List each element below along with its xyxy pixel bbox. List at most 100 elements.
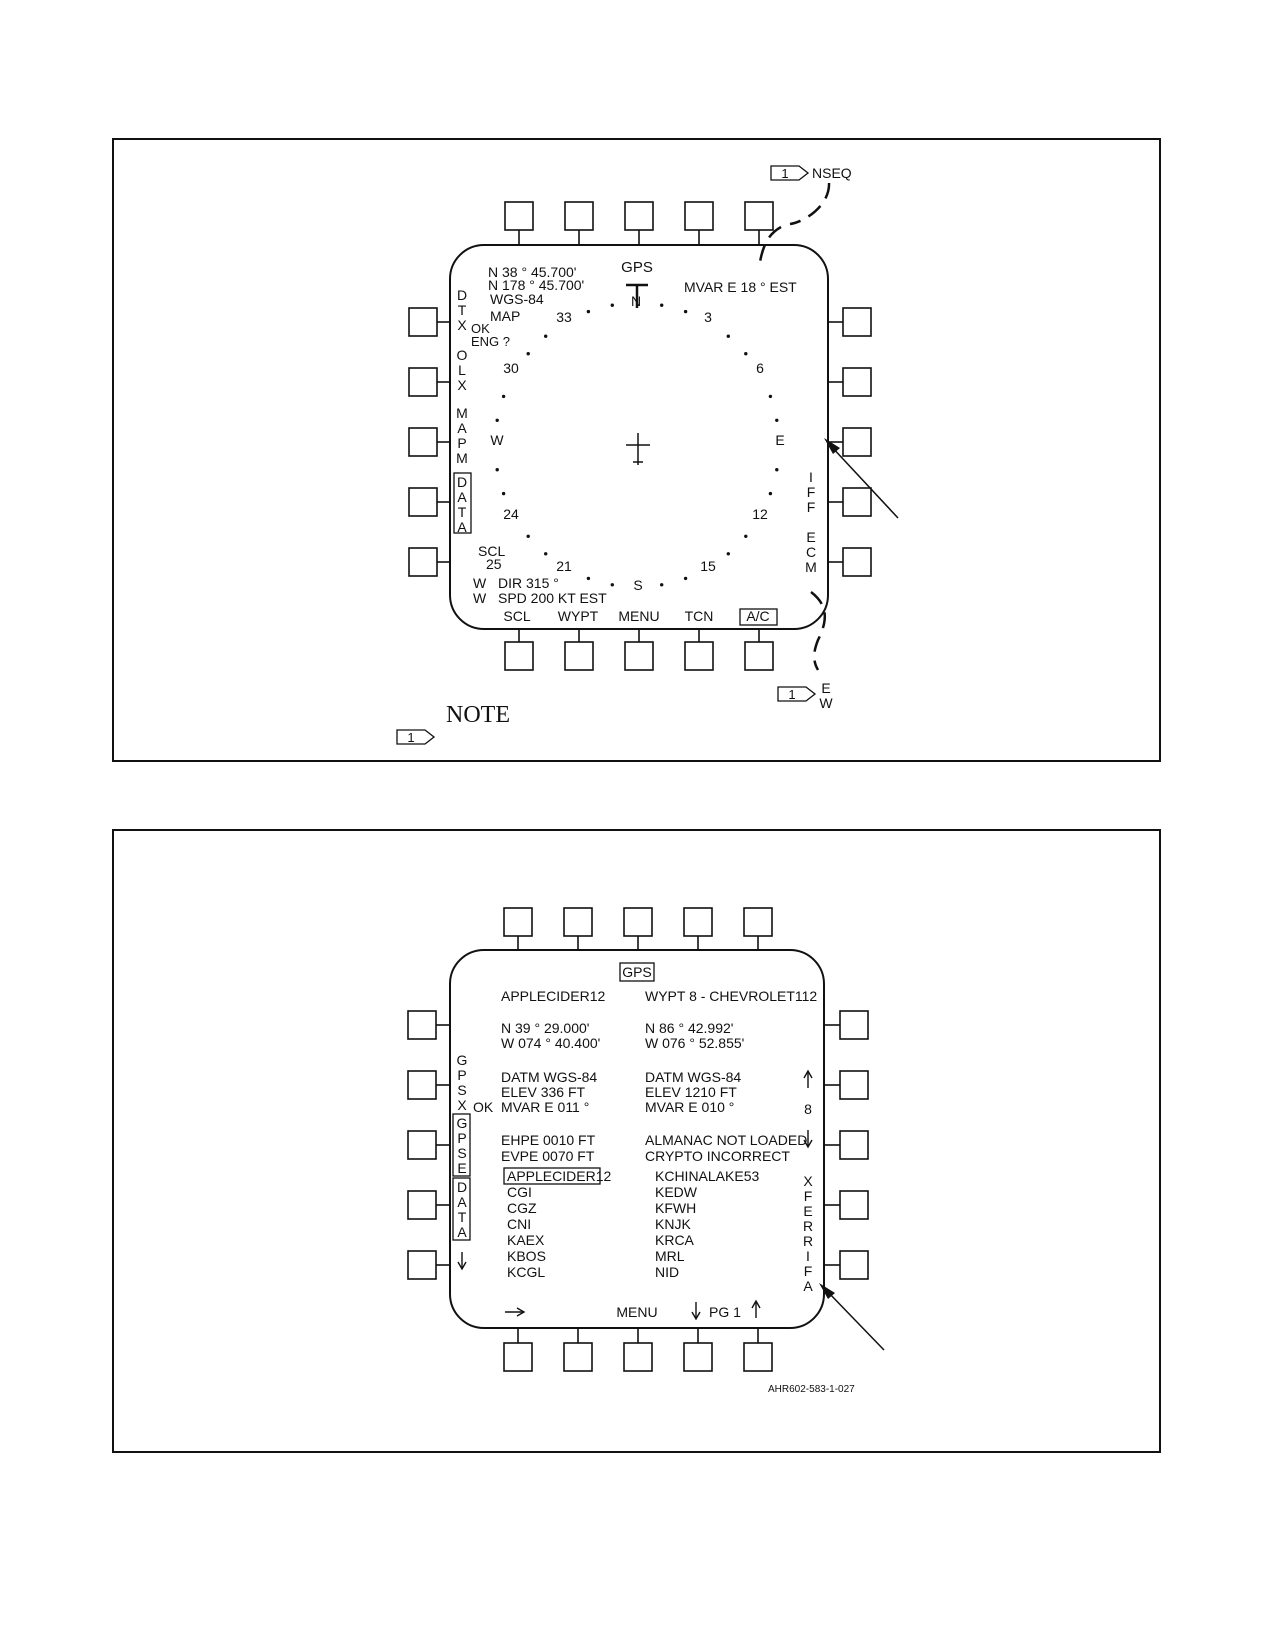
- list-item[interactable]: KBOS: [507, 1248, 546, 1264]
- pb-right-4[interactable]: [842, 487, 872, 517]
- scroll-right-icon[interactable]: [505, 1307, 526, 1317]
- pb2-left-2[interactable]: [407, 1070, 437, 1100]
- pb2-left-3[interactable]: [407, 1130, 437, 1160]
- compass-tick-dot: [544, 334, 548, 338]
- pb2-bottom-2[interactable]: [563, 1342, 593, 1372]
- pb-left-4[interactable]: [408, 487, 438, 517]
- pb2-left-4[interactable]: [407, 1190, 437, 1220]
- pb-bottom-3[interactable]: [624, 641, 654, 671]
- pb2-left-5[interactable]: [407, 1250, 437, 1280]
- pb-left-2[interactable]: [408, 367, 438, 397]
- scroll-down-icon[interactable]: [457, 1252, 467, 1271]
- pb2-top-2[interactable]: [563, 907, 593, 937]
- page-down-icon[interactable]: [691, 1302, 701, 1321]
- pb-right-3[interactable]: [842, 427, 872, 457]
- own-ehpe: EHPE 0010 FT: [501, 1132, 596, 1148]
- list-item[interactable]: KRCA: [655, 1232, 695, 1248]
- compass-6: 6: [756, 360, 764, 376]
- list-item[interactable]: CNI: [507, 1216, 531, 1232]
- pb2-bottom-1[interactable]: [503, 1342, 533, 1372]
- list-item[interactable]: NID: [655, 1264, 679, 1280]
- pb-bottom-4[interactable]: [684, 641, 714, 671]
- figure-id: AHR602-583-1-027: [768, 1384, 855, 1395]
- pb2-right-3[interactable]: [839, 1130, 869, 1160]
- pb2-top-5[interactable]: [743, 907, 773, 937]
- waypoint-up-arrow-icon[interactable]: [803, 1069, 813, 1088]
- figure-2: GPS APPLECIDER12 N 39 ° 29.000' W 074 ° …: [112, 829, 1161, 1453]
- pb2-top-4[interactable]: [683, 907, 713, 937]
- pb-right-2[interactable]: [842, 367, 872, 397]
- option-tcn[interactable]: TCN: [685, 608, 714, 624]
- option-menu[interactable]: MENU: [618, 608, 659, 624]
- list-item[interactable]: CGZ: [507, 1200, 537, 1216]
- eng-label: ENG ?: [471, 334, 510, 349]
- list-item[interactable]: MRL: [655, 1248, 685, 1264]
- wypt-mvar: MVAR E 010 °: [645, 1099, 734, 1115]
- own-name: APPLECIDER12: [501, 988, 605, 1004]
- pb2-top-3[interactable]: [623, 907, 653, 937]
- pb-left-3[interactable]: [408, 427, 438, 457]
- pb2-right-1[interactable]: [839, 1010, 869, 1040]
- pb2-bottom-3[interactable]: [623, 1342, 653, 1372]
- compass-tick-dot: [526, 534, 530, 538]
- pb-top-2[interactable]: [564, 201, 594, 231]
- pb2-right-5[interactable]: [839, 1250, 869, 1280]
- pb-top-4[interactable]: [684, 201, 714, 231]
- wind-w-top: W: [473, 575, 487, 591]
- pb2-left-1[interactable]: [407, 1010, 437, 1040]
- callout-nseq-flag: [770, 165, 810, 181]
- pb-bottom-1[interactable]: [504, 641, 534, 671]
- pb2-top-1[interactable]: [503, 907, 533, 937]
- option-wypt[interactable]: WYPT: [558, 608, 599, 624]
- waypoint-list-right: KCHINALAKE53 KEDW KFWH KNJK KRCA MRL NID: [655, 1168, 759, 1280]
- compass-tick-dot: [726, 552, 730, 556]
- compass-tick-dot: [744, 534, 748, 538]
- option-ac[interactable]: A/C: [746, 608, 769, 624]
- page-up-icon[interactable]: [751, 1299, 761, 1318]
- pb-bottom-5[interactable]: [744, 641, 774, 671]
- list-item[interactable]: KNJK: [655, 1216, 691, 1232]
- pb-top-5[interactable]: [744, 201, 774, 231]
- pb2-bottom-4[interactable]: [683, 1342, 713, 1372]
- option-scl[interactable]: SCL: [503, 608, 530, 624]
- pb2-right-4[interactable]: [839, 1190, 869, 1220]
- list-item[interactable]: KCGL: [507, 1264, 545, 1280]
- list-item[interactable]: KAEX: [507, 1232, 545, 1248]
- list-item[interactable]: APPLECIDER12: [507, 1168, 611, 1184]
- compass-tick-dot: [660, 583, 664, 587]
- list-item[interactable]: KFWH: [655, 1200, 696, 1216]
- pb-top-1[interactable]: [504, 201, 534, 231]
- crypto-status: CRYPTO INCORRECT: [645, 1148, 790, 1164]
- display-1-right-buttons: [828, 307, 872, 577]
- mvar-readout: MVAR E 18 ° EST: [684, 279, 797, 295]
- pb-bottom-2[interactable]: [564, 641, 594, 671]
- list-item[interactable]: KCHINALAKE53: [655, 1168, 759, 1184]
- waypoint-down-arrow-icon[interactable]: [803, 1130, 813, 1149]
- callout-nseq-label: NSEQ: [812, 165, 852, 181]
- pb2-bottom-5[interactable]: [743, 1342, 773, 1372]
- pb2-right-2[interactable]: [839, 1070, 869, 1100]
- pb-right-1[interactable]: [842, 307, 872, 337]
- ac-option-box: [739, 608, 778, 626]
- compass-tick-dot: [526, 352, 530, 356]
- list-item[interactable]: CGI: [507, 1184, 532, 1200]
- pb-left-1[interactable]: [408, 307, 438, 337]
- option-menu-2[interactable]: MENU: [616, 1304, 657, 1320]
- pb-left-5[interactable]: [408, 547, 438, 577]
- wind-speed: SPD 200 KT EST: [498, 590, 607, 606]
- compass-tick-dot: [683, 576, 688, 581]
- list-item[interactable]: KEDW: [655, 1184, 698, 1200]
- pb-top-3[interactable]: [624, 201, 654, 231]
- pb-right-5[interactable]: [842, 547, 872, 577]
